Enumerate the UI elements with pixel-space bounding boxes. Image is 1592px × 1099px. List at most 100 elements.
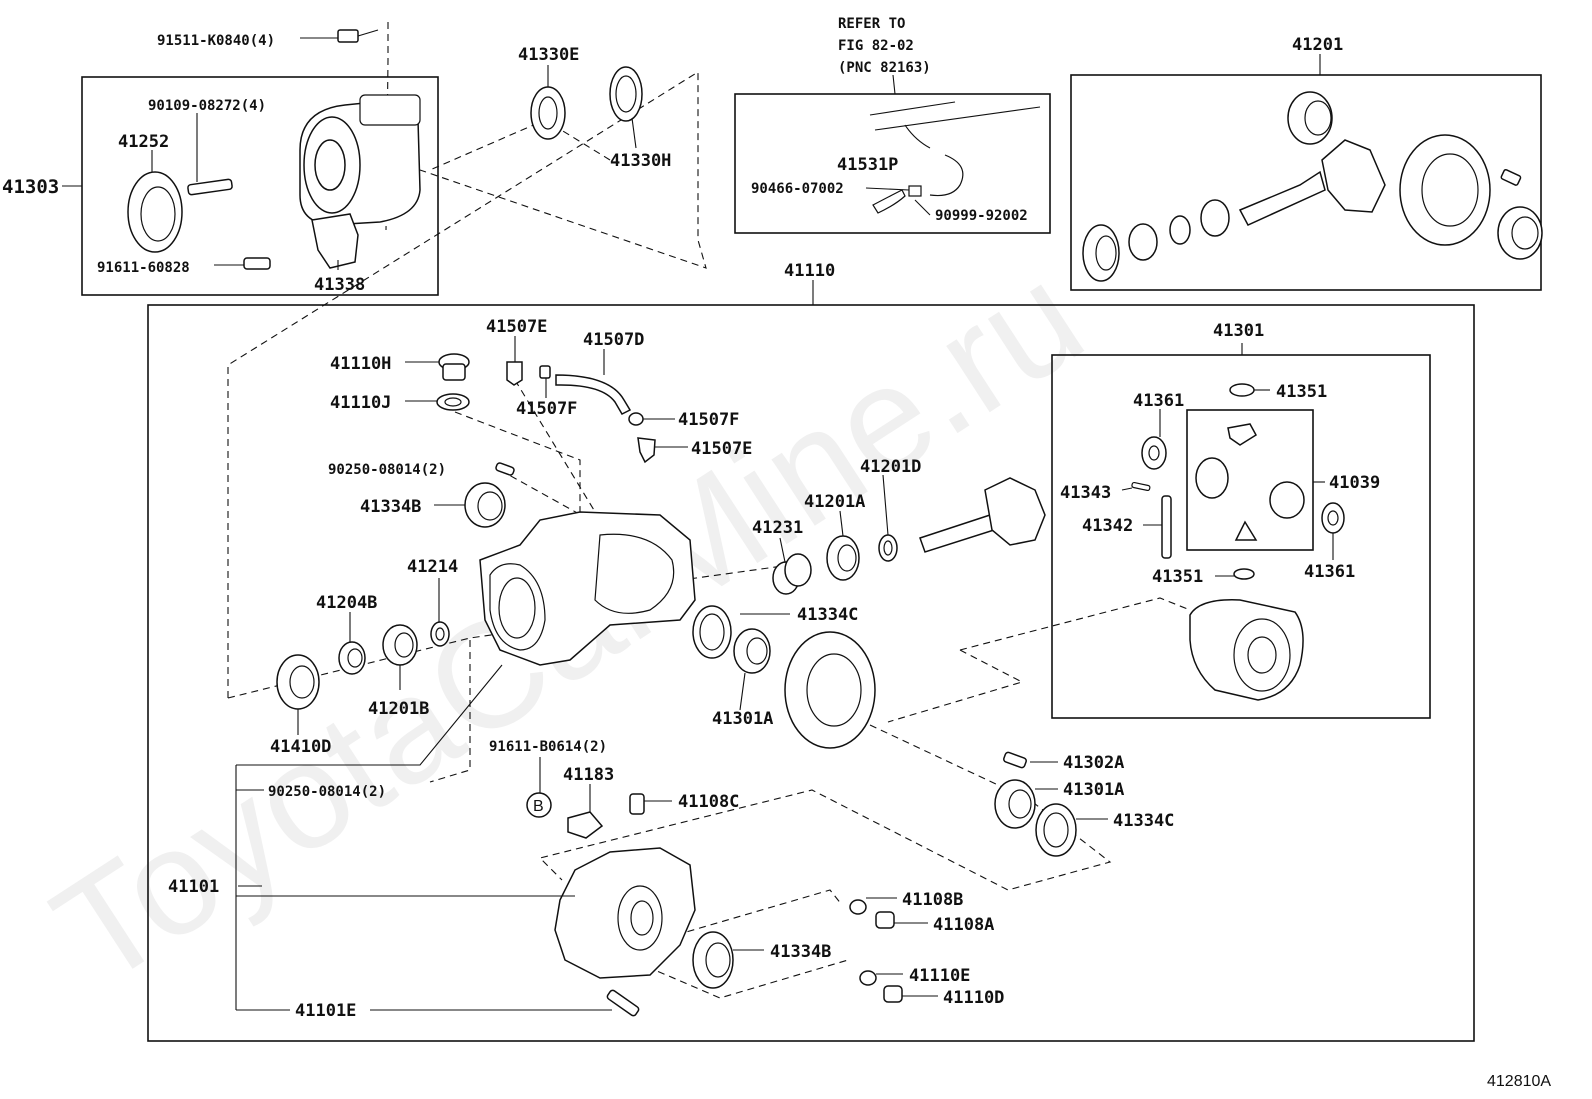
label-90250-bottom: 90250-08014(2) [268,784,386,800]
oil-seal-41410D [276,654,320,710]
clip-41507F-right [628,412,644,426]
label-41303: 41303 [2,176,59,198]
washer-41351-top [1229,383,1255,397]
shaft-41342 [1161,495,1172,559]
breather-hose-sketch [869,101,1041,214]
frame-differential-case [1051,354,1431,719]
label-41108A: 41108A [933,915,994,935]
label-41110: 41110 [784,261,835,281]
shim-41334C-right [1035,803,1077,857]
label-41201: 41201 [1292,35,1343,55]
ref-line-2: FIG 82-02 [838,38,914,54]
bearing-41301A-left [733,628,771,674]
frame-ring-pinion [1070,74,1542,291]
shim-41334C-mid [692,605,732,659]
label-41302A: 41302A [1063,753,1124,773]
carrier-housing-41110 [479,511,696,666]
label-41201A: 41201A [804,492,865,512]
marker-b: B [526,792,552,818]
label-41101E: 41101E [295,1001,356,1021]
label-41110J: 41110J [330,393,391,413]
frame-breather-reference [734,93,1051,234]
shim-41330H [609,66,643,122]
label-41343: 41343 [1060,483,1111,503]
label-41231: 41231 [752,518,803,538]
label-41531P: 41531P [837,155,898,175]
marker-b-text: B [533,798,544,815]
dynamic-damper-41338 [311,213,359,269]
label-41201D: 41201D [860,457,921,477]
filler-plug-41110H [438,353,470,381]
label-41342: 41342 [1082,516,1133,536]
label-41039: 41039 [1329,473,1380,493]
label-41330H: 41330H [610,151,671,171]
differential-case [1189,599,1304,701]
label-41361-right: 41361 [1304,562,1355,582]
label-41301: 41301 [1213,321,1264,341]
ring-pinion-41201 [1082,91,1543,282]
plug-41108A [875,911,895,929]
label-41108B: 41108B [902,890,963,910]
label-90466: 90466-07002 [751,181,844,197]
label-41507F-left: 41507F [516,399,577,419]
label-41201B: 41201B [368,699,429,719]
leader-lines [62,37,1334,1011]
clip-41507F-left [539,365,551,379]
label-90109: 90109-08272(4) [148,98,266,114]
label-91511: 91511-K0840(4) [157,33,275,49]
shim-41330E [530,86,566,140]
label-41301A-left: 41301A [712,709,773,729]
bearing-41334B-top [464,482,506,528]
bearing-41201B [382,624,418,666]
ref-line-1: REFER TO [838,16,905,32]
spacer-41204B [338,641,366,675]
bolt-41302A [1003,751,1027,769]
rear-cover-41101 [554,847,696,979]
washer-41361-right [1321,502,1345,534]
label-41507E-top: 41507E [486,317,547,337]
gasket-41110E [859,970,877,986]
label-90999: 90999-92002 [935,208,1028,224]
stud-90109 [187,178,233,196]
bearing-41334B-bottom [692,931,734,989]
frame-pinion-gears [1186,409,1314,551]
label-41361-left: 41361 [1133,391,1184,411]
ring-gear [784,631,876,749]
washer-41351-bottom [1233,568,1255,580]
plug-41110D [883,985,903,1003]
bolt-91511 [337,29,379,43]
label-41507D: 41507D [583,330,644,350]
collapsible-spacer-41231 [772,553,812,595]
union-41507E-top [506,361,523,386]
bolt-41101E [606,989,640,1017]
label-41214: 41214 [407,557,458,577]
bolt-91611 [243,257,271,270]
label-41507E-bottom: 41507E [691,439,752,459]
union-41507E-bottom [637,437,656,464]
gasket-41108B [849,899,867,915]
diagram-code: 412810A [1487,1073,1551,1090]
pin-41343 [1131,481,1151,492]
label-41110E: 41110E [909,966,970,986]
oil-seal-41252 [127,171,183,253]
drive-pinion [919,477,1046,553]
hose-41507D [555,374,632,415]
label-41252: 41252 [118,132,169,152]
washer-41361-left [1141,436,1167,470]
gasket-41183 [567,811,604,839]
label-41410D: 41410D [270,737,331,757]
label-41330E: 41330E [518,45,579,65]
plug-41108C [629,793,645,815]
label-41101: 41101 [168,877,219,897]
washer-41214 [430,621,450,647]
label-91611-60828: 91611-60828 [97,260,190,276]
extension-housing-41303 [299,94,421,226]
label-41351-bottom: 41351 [1152,567,1203,587]
label-41334C-mid: 41334C [797,605,858,625]
washer-41201D [878,534,898,562]
label-41334B-top: 41334B [360,497,421,517]
label-91611-B0614: 91611-B0614(2) [489,739,607,755]
label-41334C-right: 41334C [1113,811,1174,831]
